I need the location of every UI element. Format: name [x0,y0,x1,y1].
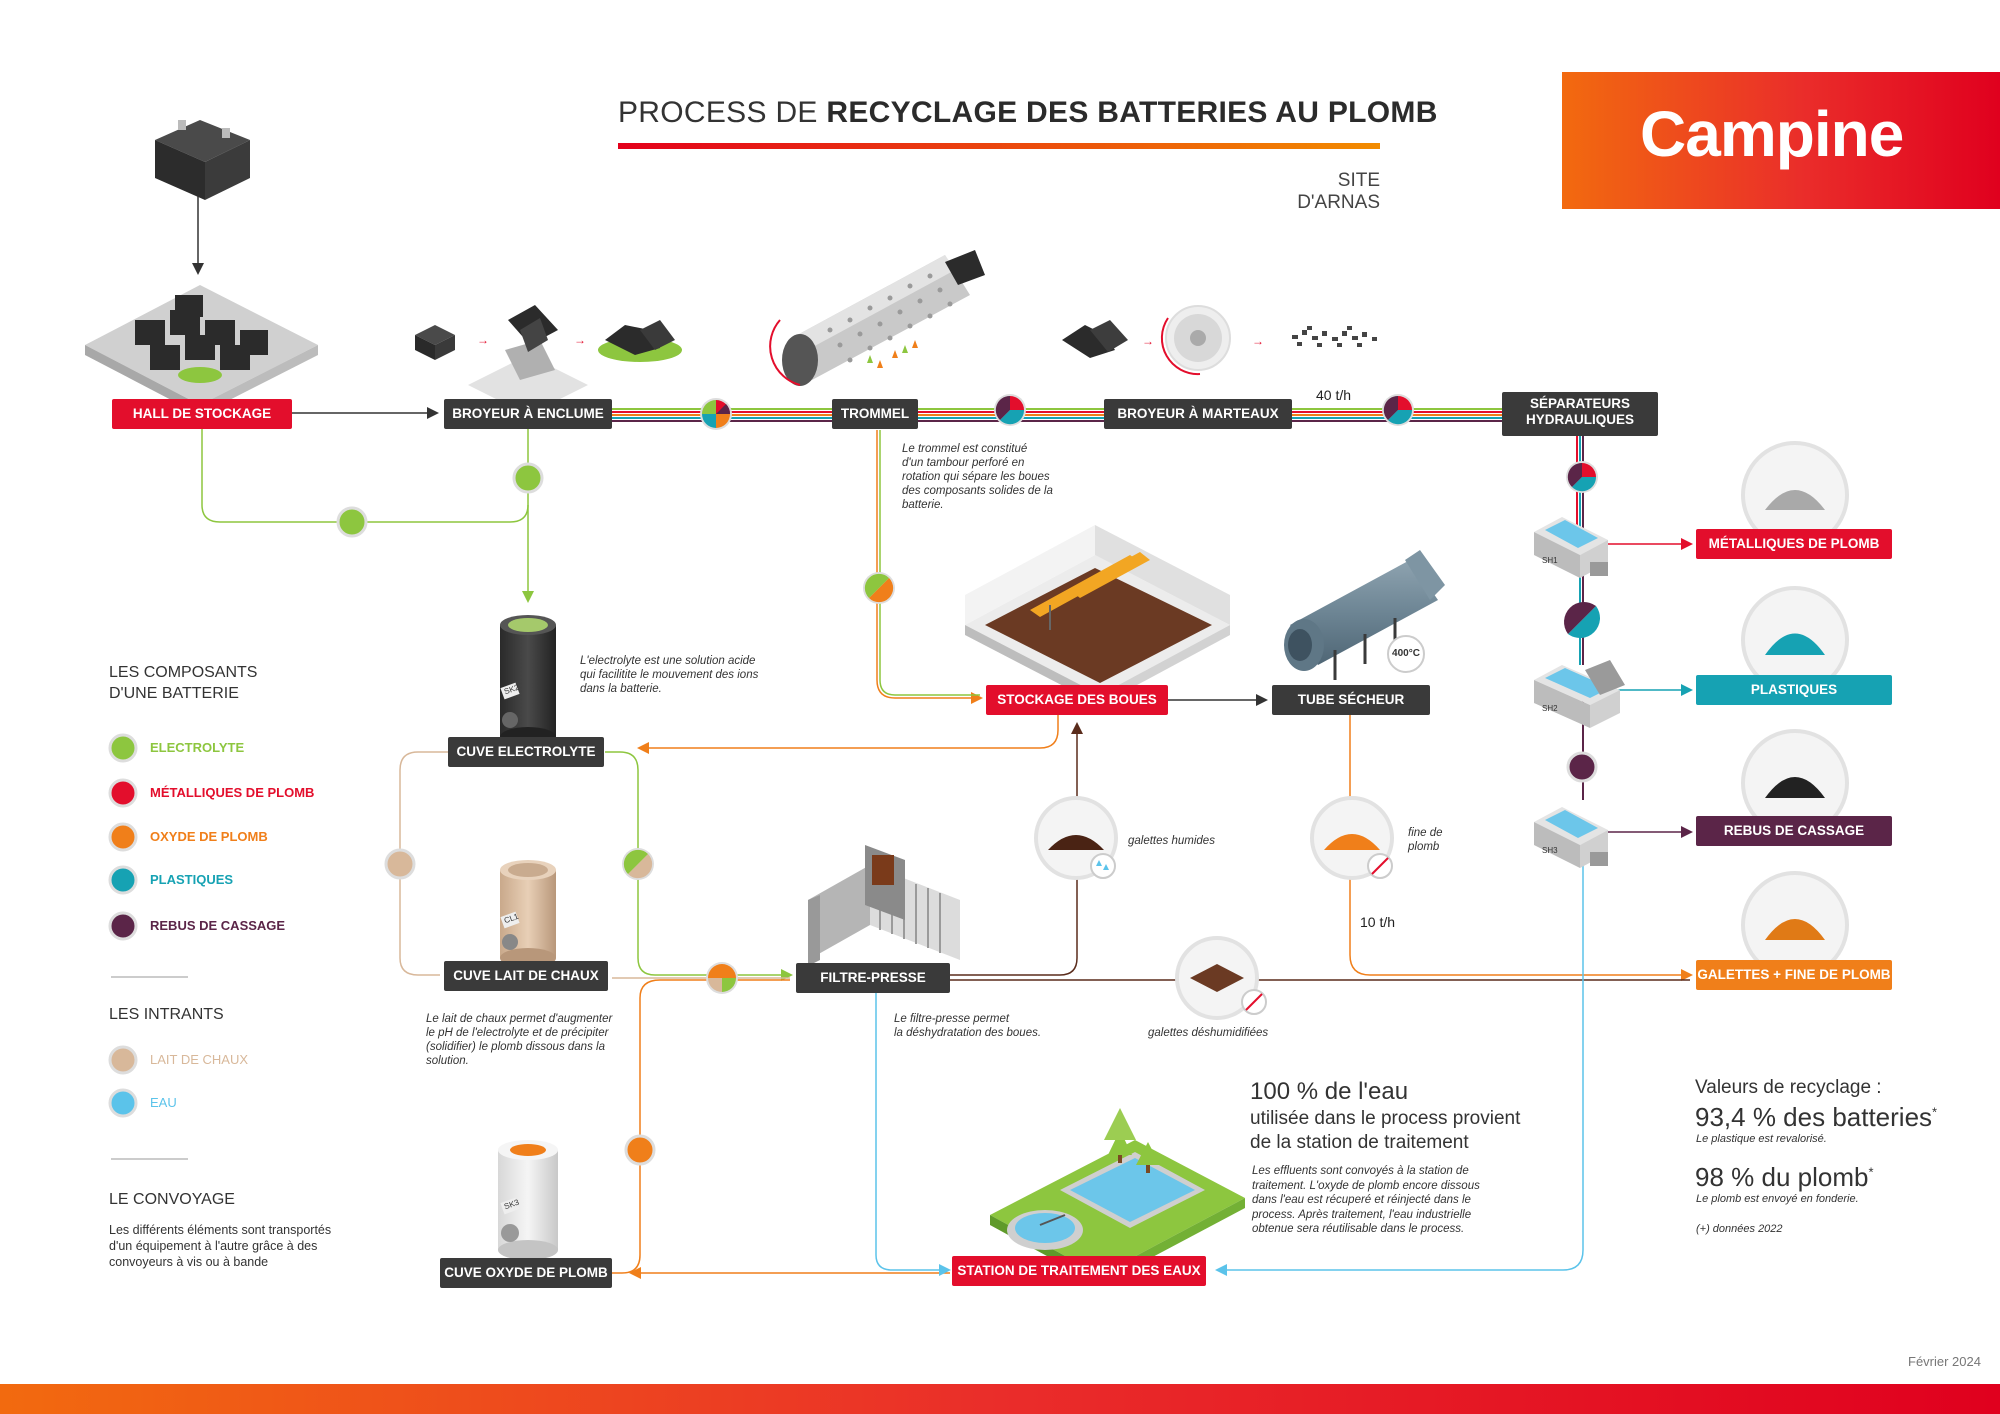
recycling-batteries: 93,4 % des batteries* [1695,1102,1938,1132]
label-filtre-presse: FILTRE-PRESSE [796,963,950,993]
rate-10: 10 t/h [1360,914,1396,930]
output-metalliques-icon [1741,441,1849,549]
separator-sh2-illustration [1534,660,1625,728]
node-electrolyte-2 [336,506,368,538]
note-galettes-humides: galettes humides [1128,835,1215,847]
output-metalliques: MÉTALLIQUES DE PLOMB [1696,529,1892,559]
output-galettes-icon [1741,871,1849,979]
galettes-deshum-icon [1175,936,1267,1020]
separator-sh1-illustration [1534,517,1608,578]
label-stockage-boues: STOCKAGE DES BOUES [986,685,1168,715]
code-sh1: SH1 [1542,556,1558,565]
label-broyeur-enclume: BROYEUR À ENCLUME [444,399,612,429]
node-multi-1 [700,398,732,430]
label-station: STATION DE TRAITEMENT DES EAUX [952,1256,1206,1286]
legend-plastiques: PLASTIQUES [150,872,234,887]
trommel-illustration [769,250,985,386]
svg-text:→: → [1252,334,1264,348]
recycling-title: Valeurs de recyclage : [1695,1077,1882,1098]
code-sh3: SH3 [1542,846,1558,855]
legend-electrolyte: ELECTROLYTE [150,740,245,755]
water-body: Les effluents sont convoyés à la station… [1252,1165,1480,1235]
legend-convoyage-title: LE CONVOYAGE [109,1191,235,1208]
output-rebus: REBUS DE CASSAGE [1696,816,1892,846]
legend-swatches [108,733,188,1160]
page-title: PROCESS DE RECYCLAGE DES BATTERIES AU PL… [618,96,1438,129]
recycling-plomb-note: Le plomb est envoyé en fonderie. [1696,1193,1859,1205]
filtre-presse-illustration [808,845,960,966]
recycling-footnote: (+) données 2022 [1696,1223,1783,1235]
label-broyeur-marteaux: BROYEUR À MARTEAUX [1104,399,1292,429]
campine-logo: Campine [1640,98,1904,170]
label-cuve-electrolyte: CUVE ELECTROLYTE [448,737,604,767]
galettes-humides-icon [1034,796,1118,880]
legend-eau: EAU [150,1095,177,1110]
cuve-oxyde-illustration [498,1140,558,1260]
note-galettes-deshum: galettes déshumidifiées [1148,1027,1269,1039]
node-trommel-down [863,572,895,604]
water-headline: 100 % de l'eau [1250,1078,1409,1105]
node-electrolyte-1 [512,462,544,494]
title-underline [618,143,1380,149]
output-galettes: GALETTES + FINE DE PLOMB [1696,960,1892,990]
node-sep-2 [1564,601,1601,638]
connectors [192,178,1693,1279]
temperature-badge: 400°C [1392,648,1420,659]
node-sep-1 [1566,461,1598,493]
node-multi-3 [1382,394,1414,426]
campine-logo-banner [1562,72,2000,209]
label-tube-secheur: TUBE SÉCHEUR [1272,685,1430,715]
tube-secheur-illustration [1284,550,1445,680]
node-oxyde [624,1134,656,1166]
main-multicolor-conveyor [612,408,1505,422]
separator-sh3-illustration [1534,807,1608,868]
node-filtre-in [706,962,738,994]
label-cuve-lait: CUVE LAIT DE CHAUX [444,961,608,991]
hall-illustration [85,285,318,415]
stockage-boues-illustration [965,525,1230,705]
legend-rebus: REBUS DE CASSAGE [150,918,286,933]
recycling-plomb: 98 % du plomb* [1695,1162,1874,1192]
label-hall: HALL DE STOCKAGE [112,399,292,429]
rate-40: 40 t/h [1316,387,1352,403]
legend-oxyde: OXYDE DE PLOMB [150,829,268,844]
fine-plomb-icon [1310,796,1394,880]
recycling-batteries-note: Le plastique est revalorisé. [1696,1133,1827,1145]
code-sh2: SH2 [1542,704,1558,713]
battery-illustration [155,120,250,200]
output-rebus-icon [1741,729,1849,837]
legend-chaux: LAIT DE CHAUX [150,1052,249,1067]
node-sep-3 [1566,751,1598,783]
svg-text:→: → [477,333,489,347]
broyeur-marteaux-illustration: → → [1062,305,1377,376]
svg-text:→: → [1142,334,1154,348]
legend-convoyage-text: Les différents éléments sont transportés… [109,1223,332,1269]
node-multi-2 [994,394,1026,426]
cuve-electrolyte-illustration [500,615,556,747]
node-chaux [384,848,416,880]
legend-metalliques: MÉTALLIQUES DE PLOMB [150,785,315,800]
flow-nodes [336,394,1601,1166]
node-green-beige [622,848,654,880]
cuve-lait-illustration [500,860,556,968]
svg-text:→: → [574,333,586,347]
output-plastiques: PLASTIQUES [1696,675,1892,705]
site-subtitle: SITE D'ARNAS [1297,170,1380,213]
legend-intrants-title: LES INTRANTS [109,1006,224,1023]
footer-date: Février 2024 [1908,1354,1981,1369]
label-trommel: TROMMEL [832,399,918,429]
footer-bar [0,1384,2000,1414]
label-cuve-oxyde: CUVE OXYDE DE PLOMB [440,1258,612,1288]
